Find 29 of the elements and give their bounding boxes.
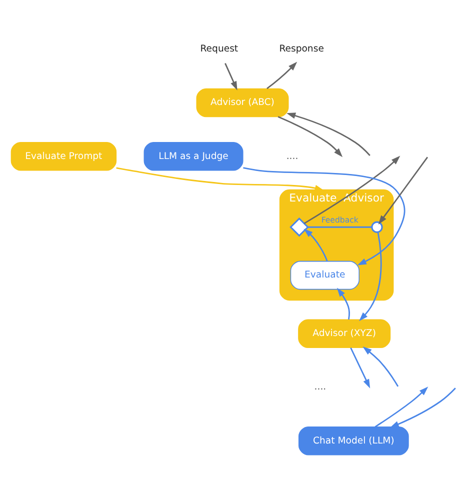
arrow xyxy=(286,112,370,156)
label: .... xyxy=(286,150,298,162)
arrow xyxy=(224,63,238,90)
arrow xyxy=(350,348,370,388)
node-box: Chat Model (LLM) xyxy=(298,426,409,456)
label: .... xyxy=(314,382,326,393)
arrow xyxy=(243,167,406,266)
arrow xyxy=(374,386,428,428)
node-box: Evaluate xyxy=(290,260,360,290)
arrow xyxy=(390,388,456,428)
node-box: LLM as a Judge xyxy=(144,142,244,171)
arrow xyxy=(362,346,399,387)
arrow xyxy=(278,116,343,158)
arrow xyxy=(378,156,428,224)
node-box: Evaluate Prompt xyxy=(10,142,117,171)
node-diamond xyxy=(290,217,309,237)
edge-label: Feedback xyxy=(321,215,358,224)
arrow xyxy=(116,167,324,192)
node-box: Advisor (XYZ) xyxy=(298,319,391,348)
arrow xyxy=(304,228,328,262)
arrow xyxy=(304,156,400,224)
node-text: Request xyxy=(200,44,238,55)
connector xyxy=(308,226,372,228)
arrow xyxy=(266,62,298,90)
arrow xyxy=(359,232,382,322)
node-text: Response xyxy=(279,44,324,55)
arrow xyxy=(336,288,350,320)
node-box: Advisor (ABC) xyxy=(196,88,289,118)
node-circle xyxy=(371,221,383,233)
